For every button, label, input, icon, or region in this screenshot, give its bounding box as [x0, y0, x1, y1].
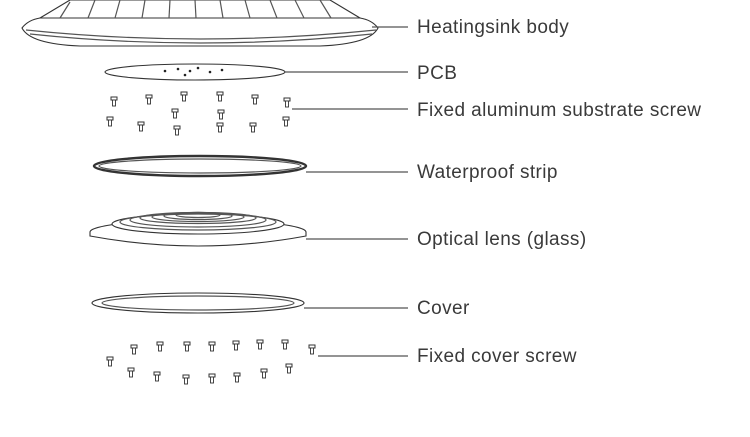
- screw-icon: [182, 374, 190, 385]
- screw-icon: [283, 97, 291, 108]
- screw-icon: [145, 94, 153, 105]
- label-cover: Cover: [417, 298, 470, 319]
- label-cover-screw: Fixed cover screw: [417, 346, 577, 367]
- screw-icon: [216, 122, 224, 133]
- label-optical-lens: Optical lens (glass): [417, 229, 587, 250]
- label-heatsink-body: Heatingsink body: [417, 17, 569, 38]
- screw-icon: [285, 363, 293, 374]
- screw-icon: [106, 356, 114, 367]
- screw-icon: [137, 121, 145, 132]
- screw-icon: [281, 339, 289, 350]
- waterproof-strip-drawing: [92, 154, 308, 178]
- screw-icon: [180, 91, 188, 102]
- screw-icon: [127, 367, 135, 378]
- screw-icon: [216, 91, 224, 102]
- screw-icon: [308, 344, 316, 355]
- leader-lines: [285, 26, 408, 357]
- screw-icon: [171, 108, 179, 119]
- pcb-drawing: [104, 63, 286, 81]
- screw-icon: [256, 339, 264, 350]
- screw-icon: [110, 96, 118, 107]
- heatsink-body-drawing: [21, 0, 379, 47]
- screw-icon: [249, 122, 257, 133]
- screw-icon: [130, 344, 138, 355]
- cover-drawing: [91, 292, 305, 314]
- screw-icon: [106, 116, 114, 127]
- optical-lens-drawing: [89, 211, 307, 247]
- screw-icon: [251, 94, 259, 105]
- screw-icon: [217, 109, 225, 120]
- label-substrate-screw: Fixed aluminum substrate screw: [417, 100, 701, 121]
- screw-icon: [260, 368, 268, 379]
- screw-icon: [208, 373, 216, 384]
- screw-icon: [208, 341, 216, 352]
- label-pcb: PCB: [417, 63, 457, 84]
- cover-screws-drawing: [106, 339, 316, 385]
- screw-icon: [156, 341, 164, 352]
- screw-icon: [173, 125, 181, 136]
- screw-icon: [282, 116, 290, 127]
- substrate-screws-drawing: [106, 91, 291, 136]
- screw-icon: [233, 372, 241, 383]
- screw-icon: [232, 340, 240, 351]
- screw-icon: [153, 371, 161, 382]
- screw-icon: [183, 341, 191, 352]
- label-waterproof-strip: Waterproof strip: [417, 162, 558, 183]
